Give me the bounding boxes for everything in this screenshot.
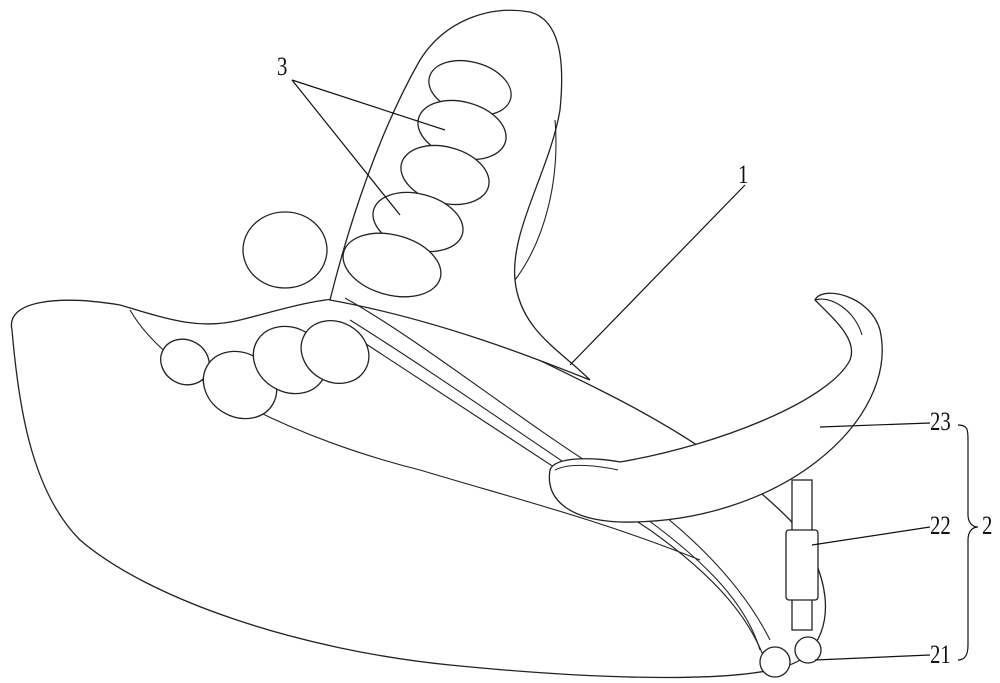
leader-21 xyxy=(814,654,931,661)
leader-23 xyxy=(819,422,931,428)
label-21: 21 xyxy=(930,640,951,669)
leader-3b xyxy=(291,79,401,216)
label-22: 22 xyxy=(930,511,951,540)
handle-arc xyxy=(548,292,883,523)
joint-ball xyxy=(759,646,791,678)
leader-1 xyxy=(569,184,746,366)
brace xyxy=(957,424,979,661)
leader-22 xyxy=(811,526,931,546)
label-2: 2 xyxy=(982,511,993,540)
upper-teeth xyxy=(242,59,512,298)
leader-3a xyxy=(291,79,446,131)
label-1: 1 xyxy=(738,160,749,189)
joint-ball xyxy=(794,636,822,664)
label-23: 23 xyxy=(930,407,951,436)
lower-teeth xyxy=(160,320,370,420)
contour-line xyxy=(514,119,557,281)
label-3: 3 xyxy=(277,52,288,81)
rod-sleeve xyxy=(785,529,819,601)
handle-edge xyxy=(814,298,863,336)
handle-edge xyxy=(554,464,619,471)
